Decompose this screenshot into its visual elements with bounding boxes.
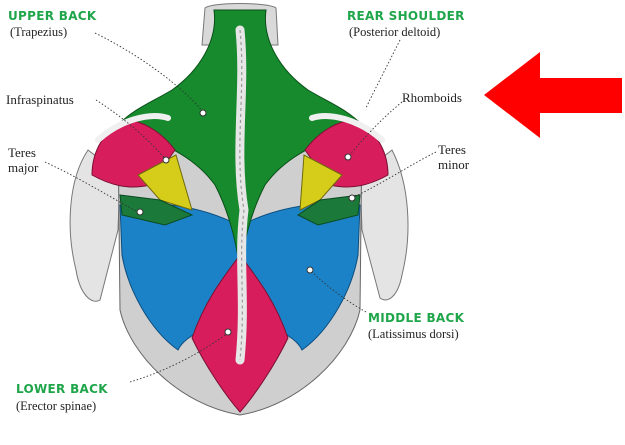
rhomboids-label: Rhomboids — [402, 90, 462, 105]
rear-shoulder-subtitle: (Posterior deltoid) — [349, 25, 441, 39]
teres-major-label-line1: Teres — [8, 145, 36, 160]
teres-major-left — [119, 194, 194, 226]
leader-teres-minor — [351, 151, 437, 199]
teres-major-right — [297, 194, 361, 226]
infraspinatus-label: Infraspinatus — [6, 92, 74, 107]
teres-minor-label-line1: Teres — [438, 142, 466, 157]
teres-major-label-line2: major — [8, 160, 39, 175]
rear-shoulder-title: REAR SHOULDER — [347, 9, 465, 23]
dot-deltoid — [344, 153, 352, 161]
upper-back-title: UPPER BACK — [8, 9, 97, 23]
left-arm — [69, 149, 121, 302]
teres-minor-label-line2: minor — [438, 157, 470, 172]
leader-rear-shoulder — [365, 39, 401, 109]
dot-teres-major — [136, 208, 144, 216]
leader-upper-back — [94, 32, 204, 113]
scapula-ridge-left — [95, 113, 171, 143]
lower-back-subtitle: (Erector spinae) — [16, 399, 97, 413]
red-arrow-icon — [484, 52, 622, 138]
leader-lower-back — [129, 332, 229, 383]
spine-detail — [239, 29, 245, 361]
leader-rhomboids — [347, 101, 403, 158]
leader-infraspinatus — [95, 99, 167, 161]
middle-back-subtitle: (Latissimus dorsi) — [368, 327, 459, 341]
upper-back-subtitle: (Trapezius) — [10, 25, 68, 39]
right-arm — [359, 149, 409, 301]
dot-infraspinatus — [162, 156, 170, 164]
dot-trapezius — [199, 109, 207, 117]
dot-erector — [224, 328, 232, 336]
leader-teres-major — [44, 161, 139, 213]
scapula-ridge-right — [309, 113, 385, 143]
lower-back-title: LOWER BACK — [16, 382, 108, 396]
dot-latissimus — [306, 266, 314, 274]
leader-middle-back — [309, 269, 367, 313]
middle-back-title: MIDDLE BACK — [368, 311, 465, 325]
teres-minor-right — [299, 154, 343, 211]
dot-teres-minor — [348, 194, 356, 202]
